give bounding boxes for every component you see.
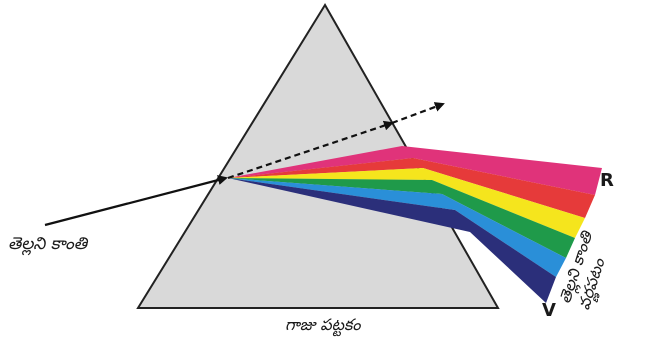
violet-end-label: V bbox=[542, 300, 556, 321]
red-end-label: R bbox=[600, 170, 614, 191]
glass-prism-label: గాజు పట్టకం bbox=[285, 315, 361, 338]
undeviated-dashed-ray-extension bbox=[392, 104, 443, 123]
incident-light-label: తెల్లని కాంతి bbox=[8, 234, 87, 258]
